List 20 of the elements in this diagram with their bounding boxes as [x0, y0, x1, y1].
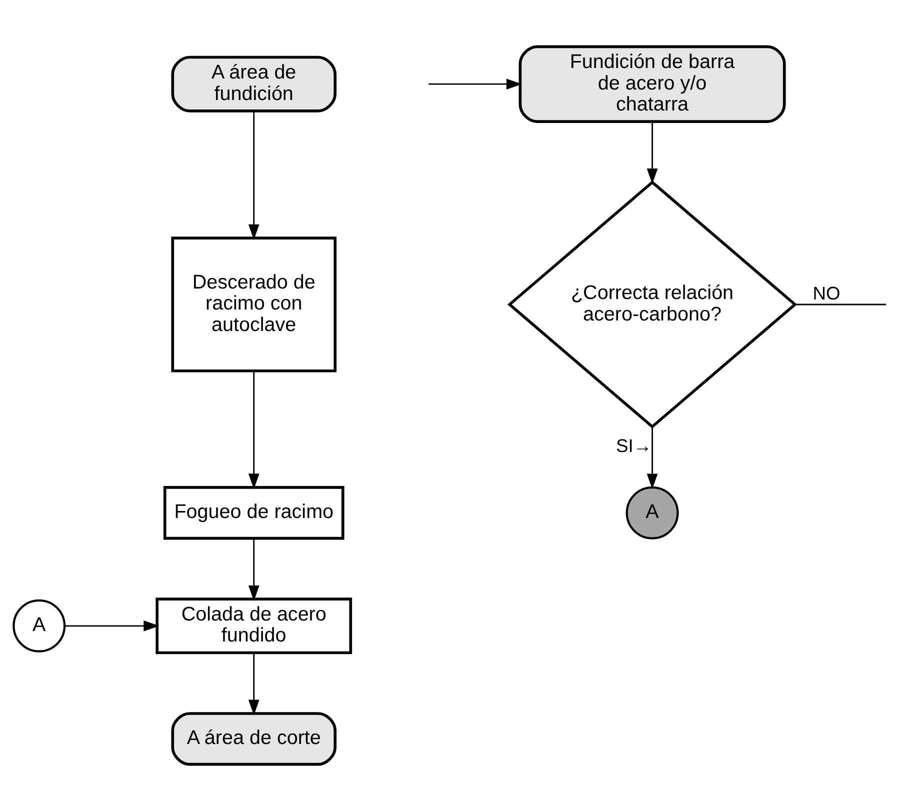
arrow: [646, 122, 658, 184]
node-box: A área de fundición: [171, 56, 337, 112]
node-diamond: ¿Correcta relación acero-carbono?: [507, 180, 798, 429]
node-box: Fundición de barra de acero y/o chatarra: [518, 45, 786, 123]
edge-label: NO: [812, 282, 840, 304]
arrow: [248, 111, 260, 240]
arrow: [248, 370, 260, 490]
node-box: A área de corte: [171, 712, 337, 766]
node-box: Descerado de racimo con autoclave: [171, 236, 337, 372]
arrow: [428, 78, 522, 90]
node-box: Fogueo de racimo: [163, 486, 344, 540]
arrow: [248, 538, 260, 602]
node-circle: A: [626, 486, 679, 540]
connector: [795, 304, 886, 306]
edge-label: SI→: [616, 435, 652, 456]
arrow: [248, 652, 260, 716]
arrow: [64, 620, 160, 632]
node-box: Colada de acero fundido: [156, 598, 352, 654]
node-circle: A: [12, 599, 66, 652]
arrow: [646, 427, 658, 490]
